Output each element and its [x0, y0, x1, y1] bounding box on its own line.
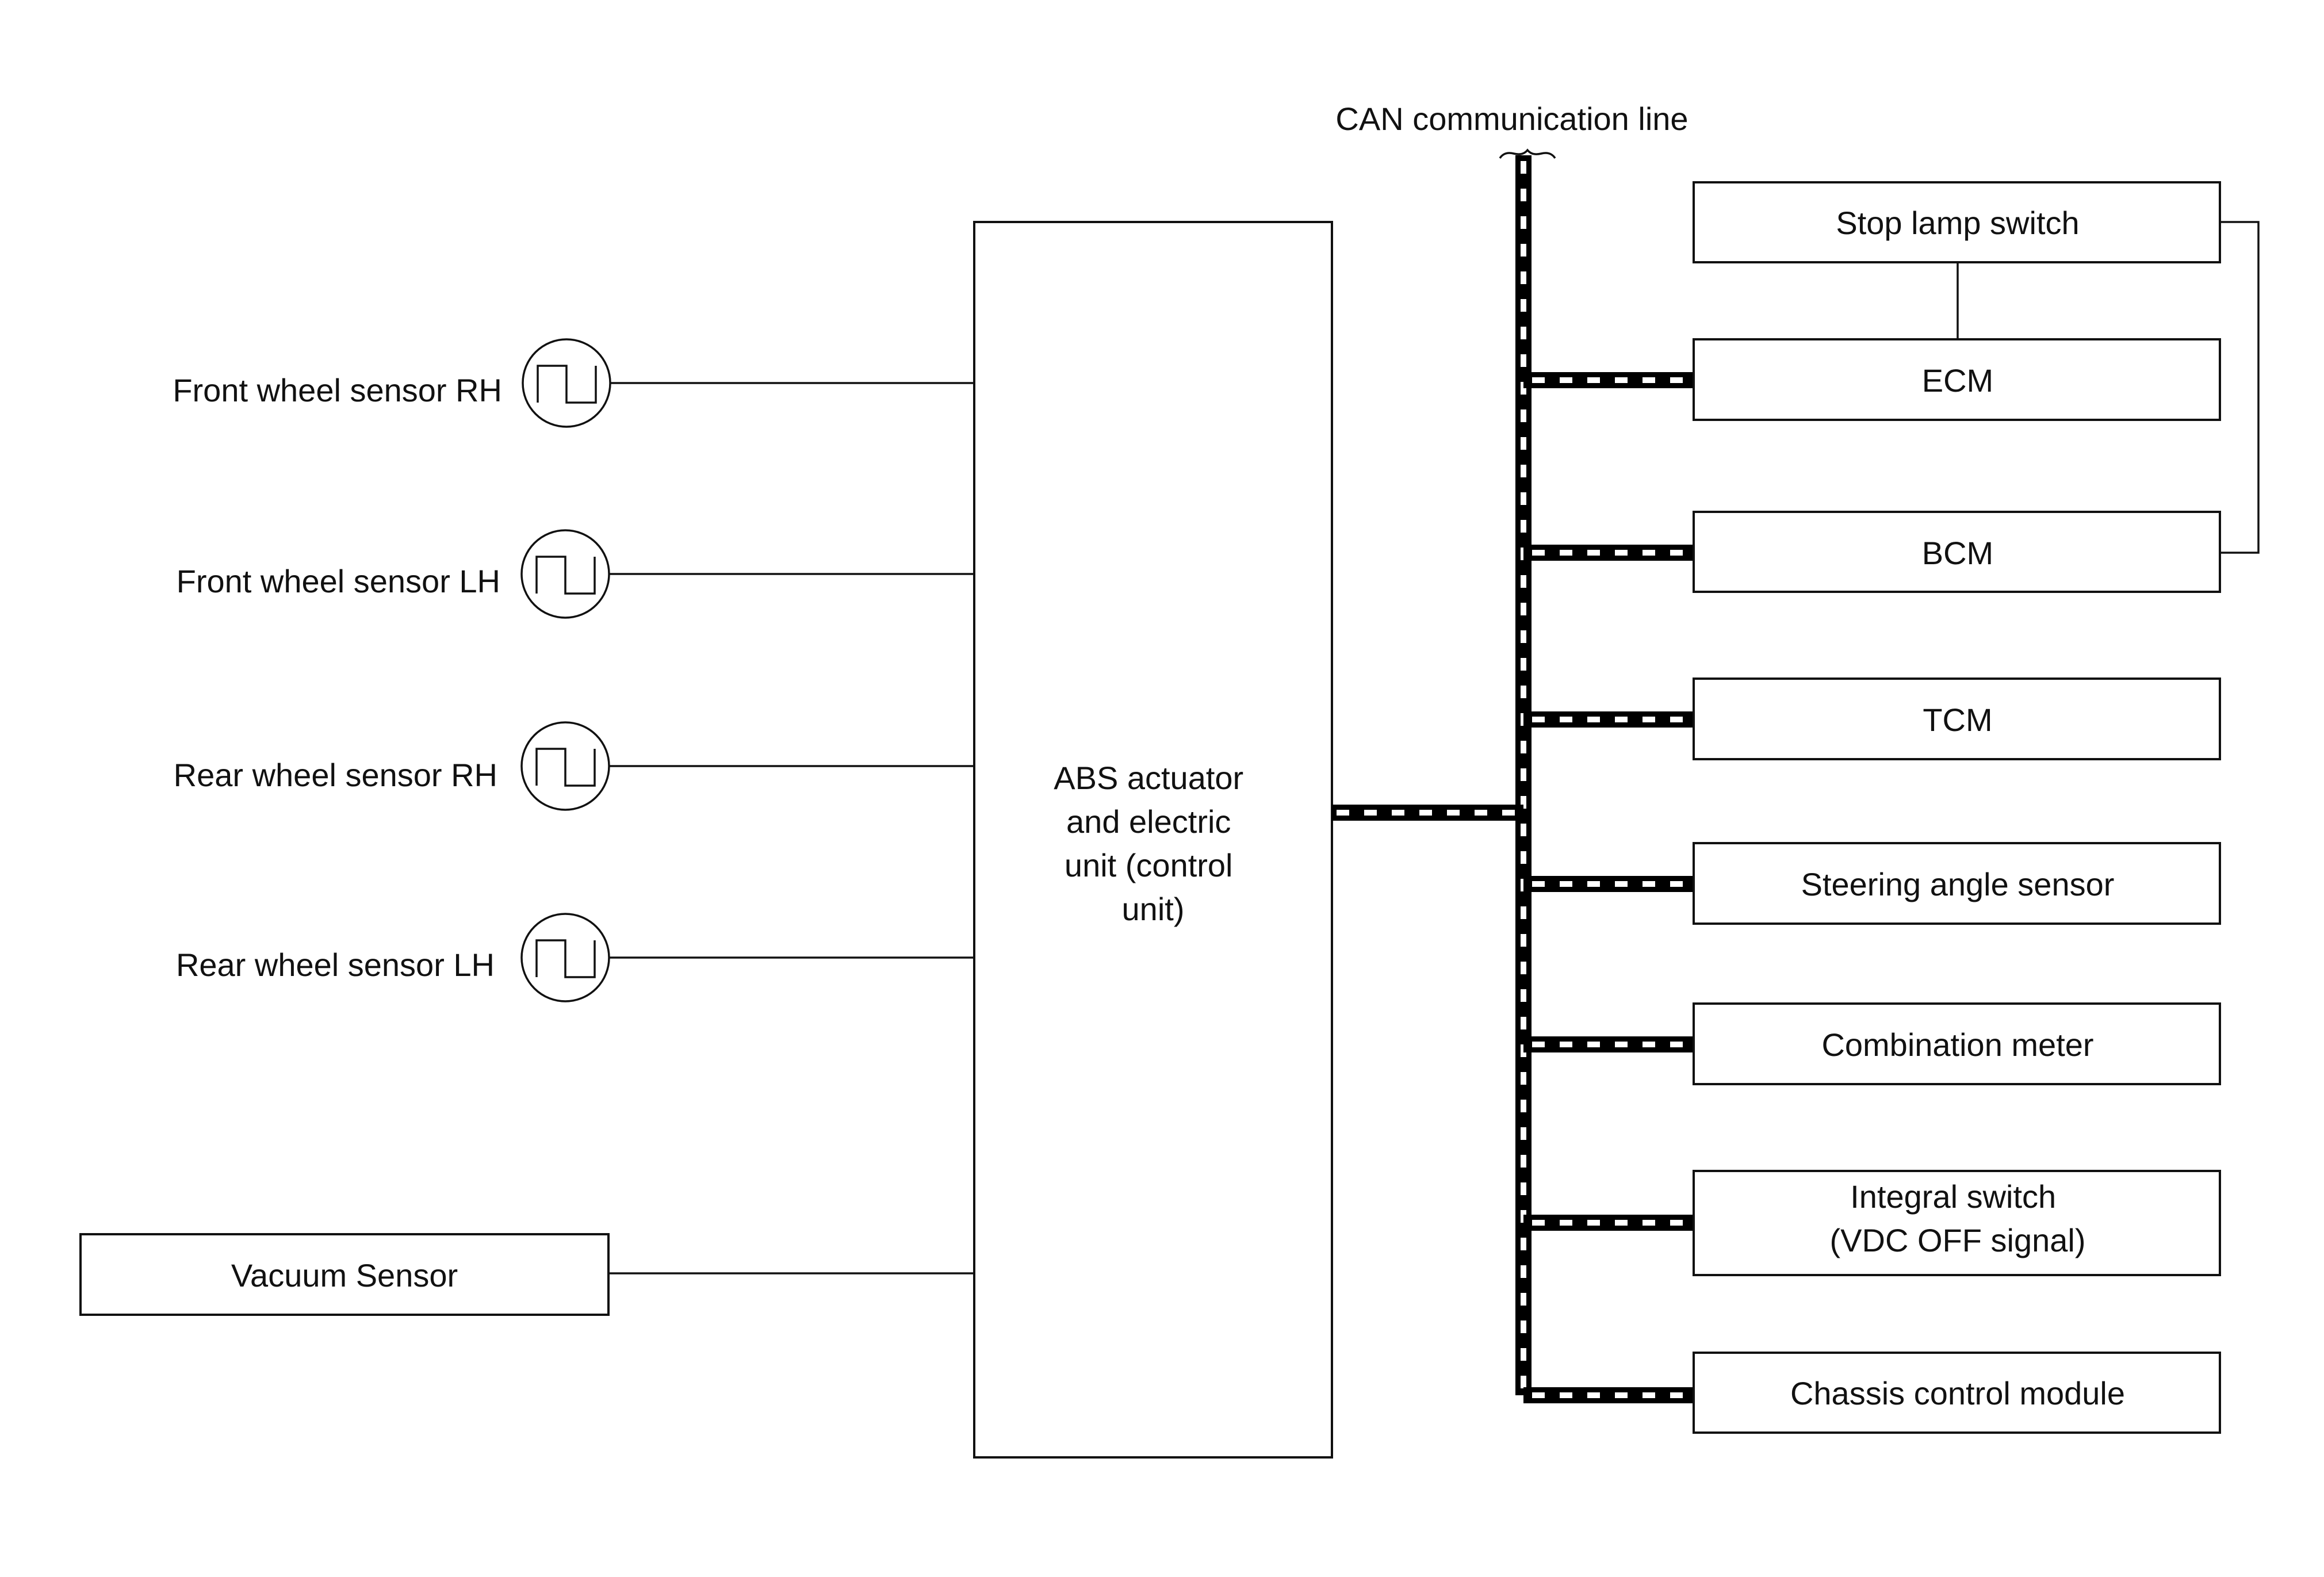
- integral-switch-label: Integral switch (VDC OFF signal): [1830, 1178, 2086, 1258]
- rear-wheel-sensor-rh-label: Rear wheel sensor RH: [174, 757, 497, 793]
- tcm: TCM: [1693, 678, 2221, 760]
- square-wave-signal-icon: [520, 721, 610, 811]
- vacuum-sensor-box: [79, 1233, 610, 1316]
- steering-angle-sensor: Steering angle sensor: [1693, 842, 2221, 925]
- can-bus: [1332, 155, 1694, 1403]
- vacuum-sensor: Vacuum Sensor: [79, 1233, 974, 1316]
- stop-lamp-to-bcm-wire: [2220, 221, 2260, 554]
- integral-switch-box: [1693, 1170, 2221, 1276]
- tcm-label: TCM: [1923, 702, 1992, 738]
- ecm-label: ECM: [1922, 362, 1993, 399]
- rear-wheel-sensor-lh-label: Rear wheel sensor LH: [176, 947, 495, 983]
- vacuum-sensor-label: Vacuum Sensor: [231, 1257, 458, 1293]
- stop-lamp-switch-label: Stop lamp switch: [1836, 205, 2079, 241]
- bcm-box: [1693, 511, 2221, 593]
- can-communication-line-label: CAN communication line: [1335, 101, 1688, 137]
- square-wave-signal-icon: [520, 913, 610, 1002]
- integral-switch: Integral switch (VDC OFF signal): [1693, 1170, 2221, 1276]
- can-label-brace: [1499, 148, 1556, 159]
- abs-actuator-unit-box: [973, 221, 1333, 1459]
- front-wheel-sensor-rh: Front wheel sensor RH: [173, 338, 974, 428]
- stop-lamp-switch: Stop lamp switch: [1693, 181, 2221, 263]
- chassis-control-module-label: Chassis control module: [1790, 1375, 2125, 1411]
- square-wave-signal-icon: [520, 529, 610, 619]
- rear-wheel-sensor-lh: Rear wheel sensor LH: [176, 913, 974, 1002]
- stop-lamp-switch-box: [1693, 181, 2221, 263]
- abs-actuator-unit-label: ABS actuator and electric unit (control …: [1054, 760, 1253, 927]
- combination-meter-box: [1693, 1002, 2221, 1085]
- chassis-control-module-box: [1693, 1352, 2221, 1434]
- combination-meter-label: Combination meter: [1821, 1027, 2093, 1063]
- ecm: ECM: [1693, 338, 2221, 421]
- ecm-box: [1693, 338, 2221, 421]
- front-wheel-sensor-rh-label: Front wheel sensor RH: [173, 372, 502, 408]
- bcm: BCM: [1693, 511, 2221, 593]
- combination-meter: Combination meter: [1693, 1002, 2221, 1085]
- tcm-box: [1693, 678, 2221, 760]
- steering-angle-sensor-label: Steering angle sensor: [1801, 866, 2115, 902]
- front-wheel-sensor-lh: Front wheel sensor LH: [177, 529, 974, 619]
- front-wheel-sensor-lh-label: Front wheel sensor LH: [177, 563, 500, 599]
- square-wave-signal-icon: [522, 338, 611, 428]
- bcm-label: BCM: [1922, 535, 1993, 571]
- rear-wheel-sensor-rh: Rear wheel sensor RH: [174, 721, 974, 811]
- chassis-control-module: Chassis control module: [1693, 1352, 2221, 1434]
- steering-angle-sensor-box: [1693, 842, 2221, 925]
